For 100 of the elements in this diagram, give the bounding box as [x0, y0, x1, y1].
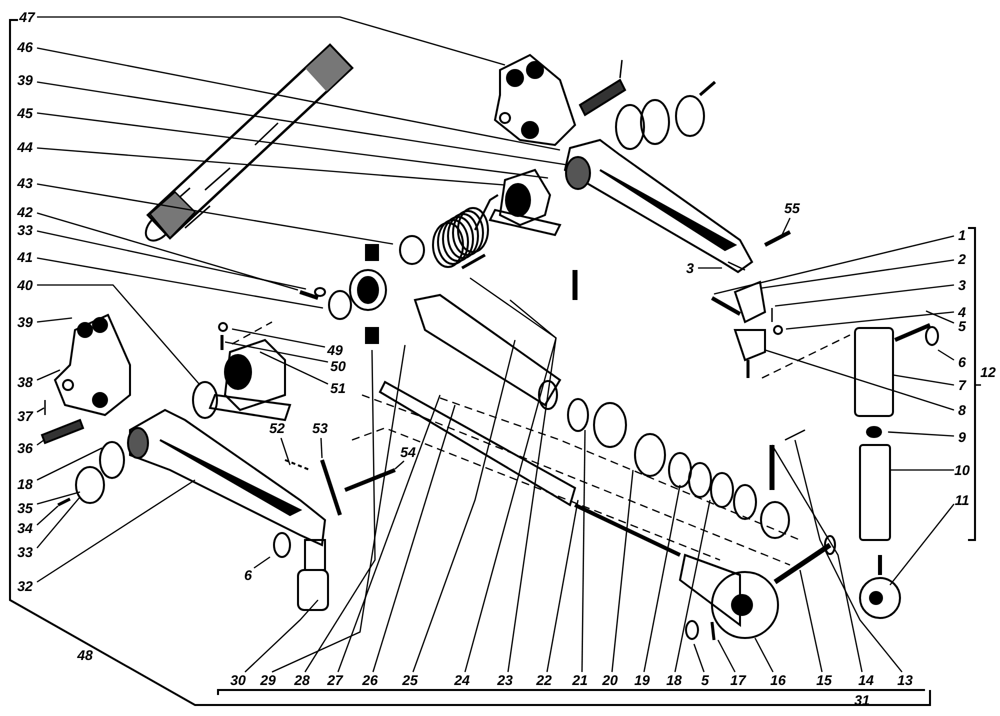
callout-number: 5 — [701, 673, 709, 687]
leader-line — [280, 438, 291, 466]
callout-number: 24 — [454, 673, 470, 687]
leader-line — [36, 317, 72, 323]
callout-number: 23 — [497, 673, 513, 687]
callout-number: 38 — [17, 375, 33, 389]
callout-number: 1 — [958, 228, 966, 242]
callout-number: 47 — [19, 10, 35, 24]
leader-line — [337, 394, 441, 672]
callout-number: 25 — [402, 673, 418, 687]
callout-number: 22 — [536, 673, 552, 687]
leader-line — [774, 284, 954, 307]
callout-number: 18 — [666, 673, 682, 687]
callout-number: 30 — [230, 673, 246, 687]
leader-line — [36, 257, 324, 309]
leader-line — [890, 469, 954, 471]
callout-number: 50 — [330, 359, 346, 373]
leader-line — [36, 230, 306, 290]
callout-number: 18 — [17, 477, 33, 491]
leader-line — [272, 344, 406, 673]
callout-number: 46 — [17, 40, 33, 54]
leader-line — [611, 470, 634, 672]
leader-line — [36, 81, 568, 166]
leader-line — [674, 500, 711, 672]
leader-line — [36, 147, 506, 186]
callout-number: 29 — [260, 673, 276, 687]
callout-number: 20 — [602, 673, 618, 687]
leader-line — [643, 484, 681, 672]
callout-number: 21 — [572, 673, 588, 687]
callout-number: 11 — [954, 493, 970, 507]
callout-number: 33 — [17, 223, 33, 237]
callout-number: 28 — [294, 673, 310, 687]
leader-line — [37, 16, 506, 66]
callout-number: 53 — [312, 421, 328, 435]
callout-number: 9 — [958, 430, 966, 444]
callout-number: 14 — [858, 673, 874, 687]
leader-line — [693, 644, 705, 672]
leader-line — [36, 439, 44, 446]
leader-line — [36, 447, 102, 481]
callout-number: 34 — [17, 521, 33, 535]
leader-line — [224, 341, 328, 363]
callout-number: 49 — [327, 343, 343, 357]
callout-number: 19 — [634, 673, 650, 687]
callout-number: 3 — [958, 278, 966, 292]
callout-number: 32 — [17, 579, 33, 593]
leader-line — [412, 340, 516, 672]
leader-line — [320, 438, 323, 458]
callout-number: 10 — [954, 463, 970, 477]
callout-number: 40 — [17, 278, 33, 292]
callout-number: 5 — [958, 319, 966, 333]
leader-line — [781, 218, 791, 236]
leader-line — [37, 284, 200, 386]
callout-number: 6 — [958, 355, 966, 369]
leader-line — [36, 183, 394, 245]
leader-line — [794, 440, 902, 672]
leader-line — [762, 259, 954, 289]
leader-line — [36, 47, 560, 151]
leader-line — [394, 460, 404, 470]
callout-number: 7 — [958, 378, 966, 392]
callout-number: 51 — [330, 381, 346, 395]
leader-line — [717, 640, 736, 672]
callout-number: 35 — [17, 501, 33, 515]
callout-number: 3 — [686, 261, 694, 275]
leader-line — [890, 504, 954, 586]
callout-number: 42 — [17, 205, 33, 219]
leader-line — [771, 444, 863, 672]
leader-line — [36, 407, 44, 413]
callout-number: 17 — [730, 673, 746, 687]
group-number: 12 — [980, 365, 996, 379]
callout-number: 39 — [17, 315, 33, 329]
callout-number: 15 — [816, 673, 832, 687]
leader-line — [926, 310, 954, 324]
callout-number: 26 — [362, 673, 378, 687]
callout-number: 2 — [958, 252, 966, 266]
leader-line — [254, 556, 270, 569]
leader-line — [938, 349, 954, 361]
leader-line — [36, 496, 80, 548]
leader-line — [304, 350, 376, 672]
leader-line — [546, 500, 579, 672]
callout-number: 41 — [17, 250, 33, 264]
leader-line — [888, 431, 954, 437]
leader-line — [36, 369, 60, 381]
leader-line — [372, 404, 456, 672]
callout-number: 36 — [17, 441, 33, 455]
leader-line — [714, 235, 954, 295]
callout-number: 8 — [958, 403, 966, 417]
leader-line — [36, 506, 58, 526]
callout-number: 44 — [17, 140, 33, 154]
callout-number: 6 — [244, 568, 252, 582]
callout-number: 45 — [17, 106, 33, 120]
callout-number: 27 — [327, 673, 343, 687]
callout-number: 55 — [784, 201, 800, 215]
callout-number: 54 — [400, 445, 416, 459]
leader-line — [698, 267, 722, 269]
leader-line — [232, 328, 326, 348]
leader-line — [36, 479, 196, 583]
callout-number: 16 — [770, 673, 786, 687]
callout-number: 43 — [17, 176, 33, 190]
callout-number: 13 — [897, 673, 913, 687]
callout-number: 4 — [958, 305, 966, 319]
